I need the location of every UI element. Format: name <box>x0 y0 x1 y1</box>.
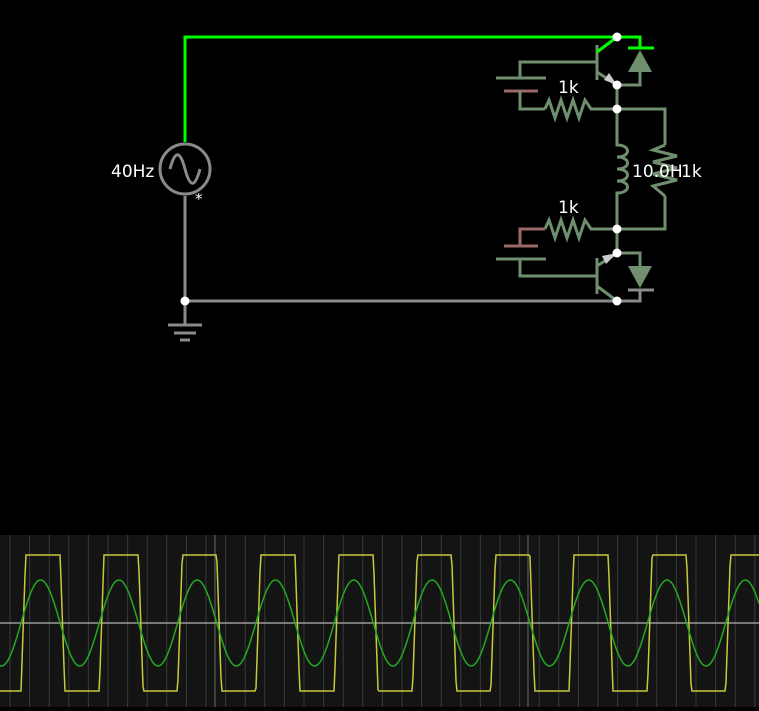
scope-trace-square <box>0 554 759 692</box>
resistor-top[interactable] <box>543 95 617 123</box>
battery-bottom[interactable] <box>496 227 597 278</box>
resistor-bottom[interactable] <box>543 215 617 243</box>
scope-plot[interactable] <box>0 535 759 707</box>
battery-top[interactable] <box>496 60 597 111</box>
ground-symbol[interactable] <box>168 301 202 342</box>
oscilloscope-panel[interactable] <box>0 535 759 707</box>
circuit-canvas[interactable]: 40Hz * 1k 1k 10.0H 1k <box>0 0 759 535</box>
source-marker: * <box>195 190 203 208</box>
wire-top-active[interactable] <box>183 35 617 142</box>
resistor-bottom-label: 1k <box>558 198 579 218</box>
diode-bottom[interactable] <box>617 251 654 303</box>
transistor-top[interactable] <box>595 35 619 110</box>
circuit-nodes <box>180 32 622 306</box>
wire-right-loop[interactable] <box>617 107 667 231</box>
inductor[interactable] <box>615 109 629 229</box>
resistor-right[interactable] <box>648 143 678 198</box>
scope-trace-sine <box>0 579 759 667</box>
ac-source[interactable] <box>158 142 212 196</box>
source-frequency-label: 40Hz <box>111 162 155 182</box>
resistor-right-label: 1k <box>681 162 702 182</box>
resistor-top-label: 1k <box>558 78 579 98</box>
wire-left[interactable] <box>183 196 617 303</box>
transistor-bottom[interactable] <box>595 229 619 303</box>
circuit-schematic[interactable] <box>0 0 759 535</box>
diode-top[interactable] <box>617 35 654 87</box>
inductor-label: 10.0H <box>632 162 683 182</box>
